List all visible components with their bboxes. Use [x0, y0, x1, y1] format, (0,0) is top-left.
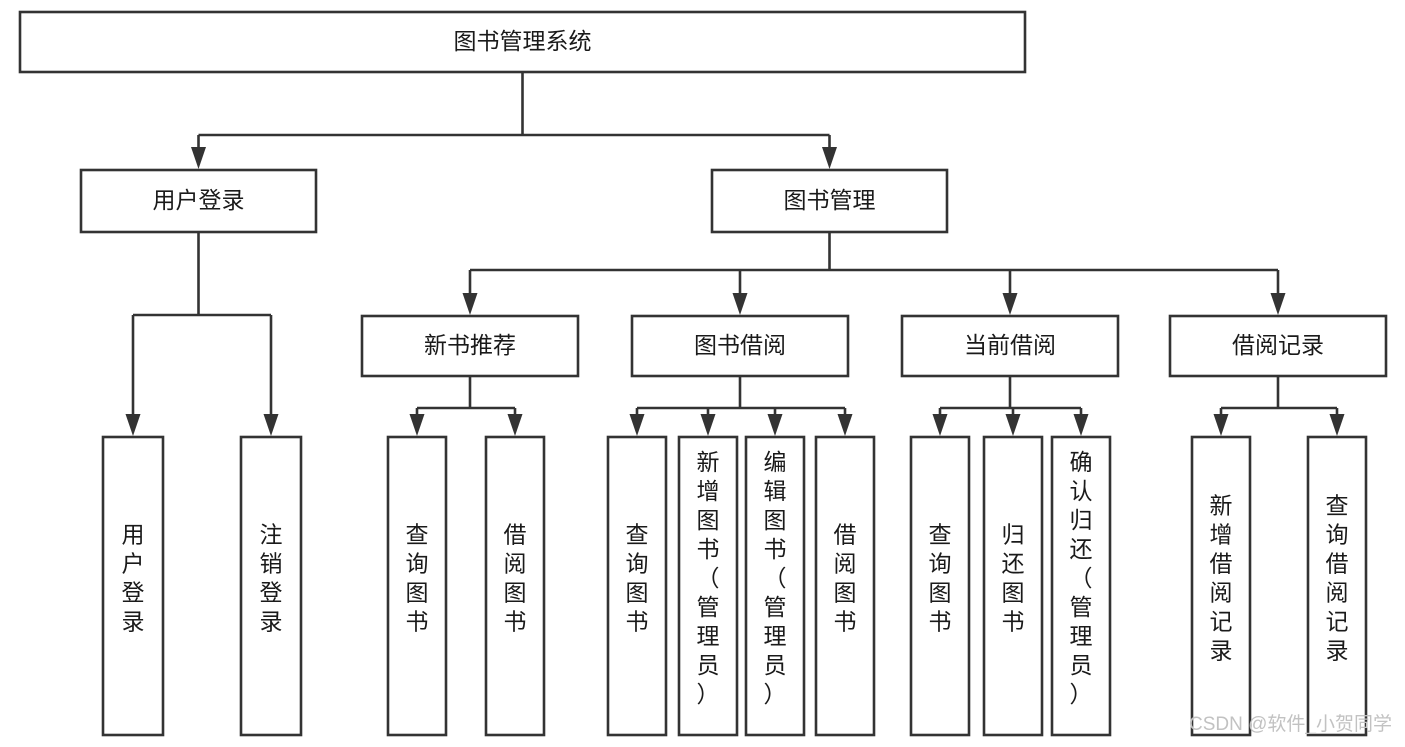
node-label-leaf-add-borrow-record: 新增借阅记录: [1210, 493, 1233, 664]
arrow-book-management-borrow-record-head: [1270, 293, 1286, 315]
arrow-new-book-recommend-leaf-query-book-1-head: [409, 414, 425, 436]
node-new-book-recommend[interactable]: 新书推荐: [360, 314, 580, 378]
node-leaf-borrow-book-1[interactable]: 借阅图书: [484, 435, 546, 737]
arrow-user-login-leaf-user-login-head: [125, 414, 141, 436]
node-label-leaf-query-book-3: 查询图书: [929, 522, 952, 635]
node-leaf-confirm-return-admin[interactable]: 确认归还（管理员）: [1050, 435, 1112, 737]
node-box-borrow-record[interactable]: [1168, 314, 1388, 378]
node-label-leaf-return-book: 归还图书: [1002, 522, 1025, 635]
node-leaf-borrow-book-2[interactable]: 借阅图书: [814, 435, 876, 737]
arrow-book-borrow-leaf-edit-book-admin-head: [767, 414, 783, 436]
arrow-book-management-current-borrow-head: [1002, 293, 1018, 315]
node-box-leaf-query-book-2[interactable]: [606, 435, 668, 737]
node-box-leaf-borrow-book-1[interactable]: [484, 435, 546, 737]
node-label-new-book-recommend: 新书推荐: [424, 332, 516, 358]
node-label-leaf-query-borrow-record: 查询借阅记录: [1326, 493, 1349, 664]
node-leaf-query-borrow-record[interactable]: 查询借阅记录: [1306, 435, 1368, 737]
node-box-book-borrow[interactable]: [630, 314, 850, 378]
arrow-root-user-login-head: [191, 147, 206, 169]
arrow-current-borrow-leaf-confirm-return-admin-head: [1073, 414, 1089, 436]
node-leaf-query-book-2[interactable]: 查询图书: [606, 435, 668, 737]
node-box-leaf-edit-book-admin[interactable]: [744, 435, 806, 737]
node-label-book-borrow: 图书借阅: [694, 332, 786, 358]
arrow-current-borrow-leaf-return-book-head: [1005, 414, 1021, 436]
node-leaf-add-book-admin[interactable]: 新增图书（管理员）: [677, 435, 739, 737]
arrow-user-login-leaf-logout-head: [263, 414, 279, 436]
node-box-leaf-query-borrow-record[interactable]: [1306, 435, 1368, 737]
node-box-leaf-add-book-admin[interactable]: [677, 435, 739, 737]
arrow-borrow-record-leaf-add-borrow-record-head: [1213, 414, 1229, 436]
node-borrow-record[interactable]: 借阅记录: [1168, 314, 1388, 378]
node-user-login[interactable]: 用户登录: [79, 168, 318, 234]
node-box-user-login[interactable]: [79, 168, 318, 234]
connector-layer: [125, 72, 1345, 436]
node-box-leaf-add-borrow-record[interactable]: [1190, 435, 1252, 737]
arrow-current-borrow-leaf-query-book-3-head: [932, 414, 948, 436]
node-label-leaf-user-login: 用户登录: [122, 522, 145, 635]
node-label-leaf-query-book-2: 查询图书: [626, 522, 649, 635]
node-leaf-edit-book-admin[interactable]: 编辑图书（管理员）: [744, 435, 806, 737]
node-leaf-add-borrow-record[interactable]: 新增借阅记录: [1190, 435, 1252, 737]
node-book-borrow[interactable]: 图书借阅: [630, 314, 850, 378]
node-root[interactable]: 图书管理系统: [18, 10, 1027, 74]
arrow-book-management-new-book-recommend-head: [462, 293, 478, 315]
node-box-root[interactable]: [18, 10, 1027, 74]
node-current-borrow[interactable]: 当前借阅: [900, 314, 1120, 378]
node-box-leaf-query-book-1[interactable]: [386, 435, 448, 737]
csdn-watermark: CSDN @软件_小贺同学: [1189, 713, 1392, 735]
arrow-book-borrow-leaf-add-book-admin-head: [700, 414, 716, 436]
arrow-book-borrow-leaf-borrow-book-2-head: [837, 414, 853, 436]
node-leaf-user-login[interactable]: 用户登录: [101, 435, 165, 737]
node-box-leaf-user-login[interactable]: [101, 435, 165, 737]
node-label-leaf-borrow-book-1: 借阅图书: [504, 522, 527, 635]
node-box-leaf-query-book-3[interactable]: [909, 435, 971, 737]
node-leaf-query-book-1[interactable]: 查询图书: [386, 435, 448, 737]
node-label-user-login: 用户登录: [153, 187, 245, 213]
node-label-book-management: 图书管理: [784, 187, 876, 213]
node-leaf-logout[interactable]: 注销登录: [239, 435, 303, 737]
node-box-leaf-confirm-return-admin[interactable]: [1050, 435, 1112, 737]
arrow-book-borrow-leaf-query-book-2-head: [629, 414, 645, 436]
node-label-leaf-edit-book-admin: 编辑图书（管理员）: [764, 449, 787, 707]
node-label-root: 图书管理系统: [454, 28, 592, 54]
node-label-leaf-borrow-book-2: 借阅图书: [834, 522, 857, 635]
node-label-borrow-record: 借阅记录: [1232, 332, 1324, 358]
node-label-leaf-add-book-admin: 新增图书（管理员）: [697, 449, 720, 707]
node-box-current-borrow[interactable]: [900, 314, 1120, 378]
node-label-leaf-query-book-1: 查询图书: [406, 522, 429, 635]
node-box-book-management[interactable]: [710, 168, 949, 234]
node-leaf-return-book[interactable]: 归还图书: [982, 435, 1044, 737]
node-label-current-borrow: 当前借阅: [964, 332, 1056, 358]
node-label-leaf-logout: 注销登录: [260, 522, 283, 635]
node-box-leaf-borrow-book-2[interactable]: [814, 435, 876, 737]
arrow-borrow-record-leaf-query-borrow-record-head: [1329, 414, 1345, 436]
arrow-book-management-book-borrow-head: [732, 293, 748, 315]
node-layer: 图书管理系统用户登录图书管理新书推荐图书借阅当前借阅借阅记录用户登录注销登录查询…: [18, 10, 1388, 737]
node-leaf-query-book-3[interactable]: 查询图书: [909, 435, 971, 737]
arrow-new-book-recommend-leaf-borrow-book-1-head: [507, 414, 523, 436]
node-label-leaf-confirm-return-admin: 确认归还（管理员）: [1070, 449, 1093, 707]
node-box-leaf-return-book[interactable]: [982, 435, 1044, 737]
node-book-management[interactable]: 图书管理: [710, 168, 949, 234]
node-box-new-book-recommend[interactable]: [360, 314, 580, 378]
node-box-leaf-logout[interactable]: [239, 435, 303, 737]
arrow-root-book-management-head: [822, 147, 837, 169]
